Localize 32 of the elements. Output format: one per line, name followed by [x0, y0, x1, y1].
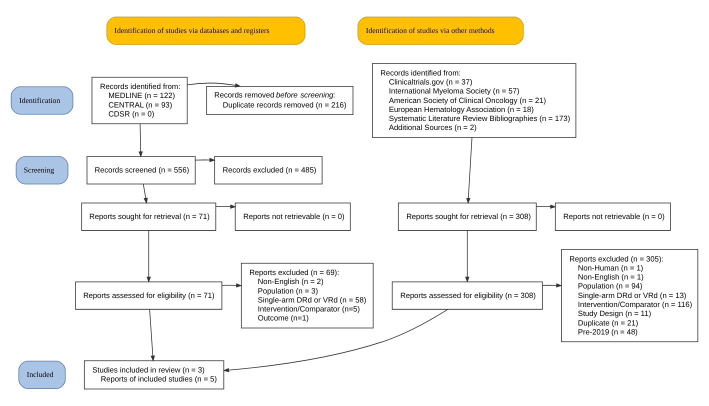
arrow: [142, 184, 148, 204]
node-box: Identification: [10, 86, 74, 115]
arrow: [149, 309, 155, 362]
node-box: Records excluded (n = 485): [214, 156, 322, 184]
node-box: Reports not retrievable (n = 0): [234, 202, 351, 231]
node-box: Records identified from: Clinicaltrials.gov (n = 37) International Myeloma Society (n = 57) American Society of Clinical Oncology (n = 21) European Hematology Association (n = 18) Systematic Literature Review Bibliographies (n = 173) Additional Sources (n = 2): [372, 63, 576, 138]
node-box: Records identified from: MEDLINE (n = 122) CENTRAL (n = 93) CDSR (n = 0): [92, 76, 188, 124]
arrow: [194, 158, 216, 162]
arrow: [138, 124, 143, 158]
arrow: [542, 283, 562, 288]
arrow: [536, 204, 556, 209]
node-box: Reports not retrievable (n = 0): [554, 202, 671, 231]
node-box: Included: [18, 360, 66, 389]
node-box: Reports excluded (n = 69): Non-English (n = 2) Population (n = 3) Single-arm DRd or VRd (n = 58) Intervention/Comparator (n=5) Outcome (n=1): [240, 262, 374, 328]
node-box: Records screened (n = 556): [86, 156, 196, 184]
node-box: Studies included in review (n = 3) Reports of included studies (n = 5): [84, 360, 224, 390]
arrow: [465, 230, 470, 283]
node-box: Reports assessed for eligibility (n = 71): [75, 282, 222, 310]
node-box: Reports excluded (n = 305): Non-Human (n = 1) Non-English (n = 1) Population (n = 94) Single-arm DRd or VRd (n = 13) Intervention/Comparator (n = 116) Study Design (n = 11) Duplicate (n = 21) Pre-2019 (n = 48): [561, 249, 698, 342]
node-box: Identification of studies via other methods: [358, 16, 524, 45]
node-box: Reports sought for retrieval (n = 308): [398, 202, 537, 231]
arrow: [216, 204, 236, 209]
arrow: [186, 82, 242, 88]
node-box: Reports sought for retrieval (n = 71): [81, 202, 216, 231]
arrow: [222, 283, 242, 288]
arrow: [222, 309, 448, 372]
node-box: Reports assessed for eligibility (n = 308): [392, 282, 543, 310]
node-box: Screening: [16, 156, 68, 184]
arrow: [466, 137, 472, 204]
node-box: Records removed before screening: Duplicate records removed (n = 216): [206, 86, 354, 115]
node-box: Identification of studies via databases and registers: [106, 16, 306, 45]
arrow: [146, 230, 151, 283]
